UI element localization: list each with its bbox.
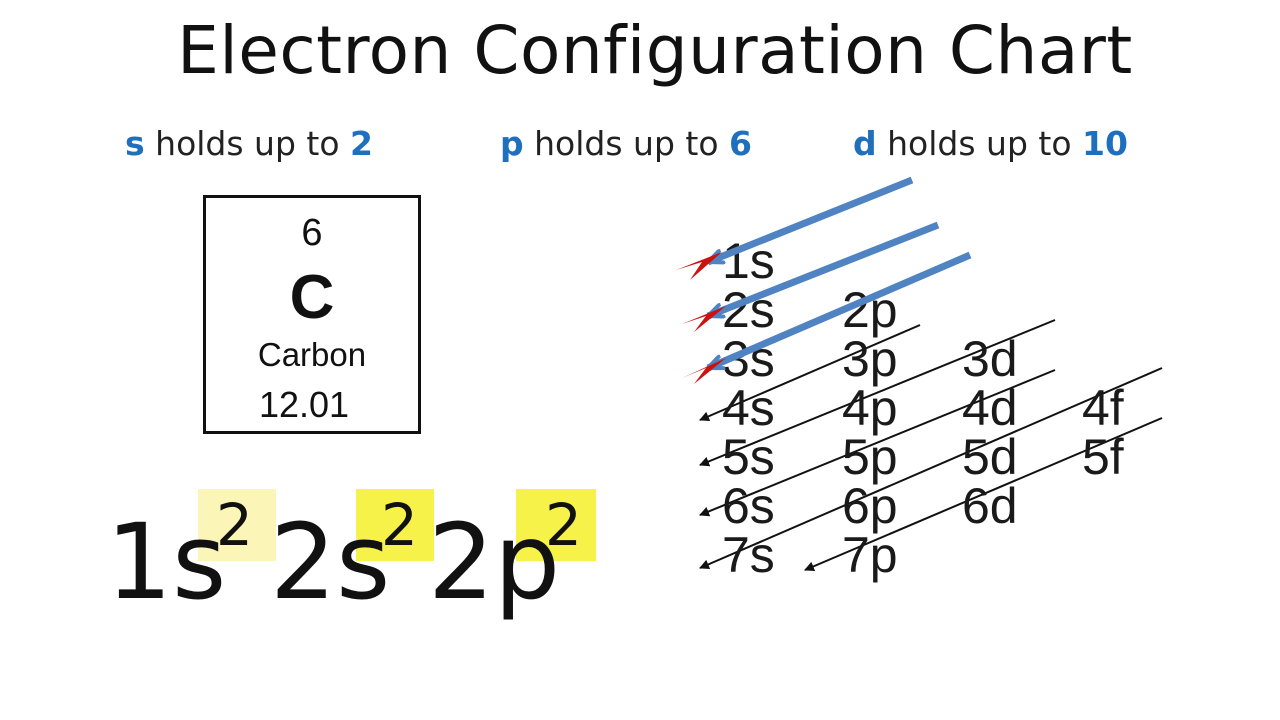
element-tile: 6 C Carbon 12.01 <box>203 195 421 434</box>
rule-p-max: 6 <box>729 124 752 163</box>
element-name: Carbon <box>257 336 367 373</box>
blue-arrow-2p-3s <box>708 251 972 372</box>
orbital-4d: 4d <box>962 380 1018 436</box>
diagonal-line-4d <box>699 319 1056 467</box>
diagonal-line-5d <box>699 369 1056 517</box>
orbital-4f: 4f <box>1082 380 1124 436</box>
rule-p-text: holds up to <box>534 124 719 163</box>
blue-arrow-1s <box>708 176 914 266</box>
atomic-mass: 12.01 <box>258 384 350 425</box>
diagonal-line-3d <box>699 324 921 422</box>
rule-s-text: holds up to <box>155 124 340 163</box>
diagonal-line-5f <box>804 417 1163 572</box>
diagonal-lines <box>699 319 1163 572</box>
blue-arrow-2s <box>708 221 940 320</box>
rule-s-letter: s <box>125 124 145 163</box>
rule-s: s holds up to 2 <box>125 124 373 163</box>
rule-d-text: holds up to <box>887 124 1072 163</box>
rule-s-max: 2 <box>350 124 374 163</box>
orbital-6p: 6p <box>842 478 898 534</box>
orbital-4p: 4p <box>842 380 898 436</box>
orbital-5f: 5f <box>1082 429 1124 485</box>
highlight-arrows <box>676 176 972 384</box>
rule-d: d holds up to 10 <box>853 124 1128 163</box>
diagonal-line-4f <box>699 367 1163 570</box>
page-title: Electron Configuration Chart <box>177 12 1133 89</box>
rule-p-letter: p <box>500 124 524 163</box>
orbital-5d: 5d <box>962 429 1018 485</box>
orbital-6s: 6s <box>722 478 775 534</box>
orbital-4s: 4s <box>722 380 775 436</box>
orbital-7s: 7s <box>722 527 775 583</box>
orbital-7p: 7p <box>842 527 898 583</box>
red-arrow-2s <box>682 306 726 332</box>
orbital-5p: 5p <box>842 429 898 485</box>
red-arrow-2p-3s <box>682 358 726 384</box>
atomic-number: 6 <box>301 212 323 254</box>
orbital-3p: 3p <box>842 331 898 387</box>
orbital-3d: 3d <box>962 331 1018 387</box>
orbital-5s: 5s <box>722 429 775 485</box>
rule-d-max: 10 <box>1082 124 1128 163</box>
element-symbol: C <box>289 263 335 332</box>
red-arrow-1s <box>676 252 722 280</box>
rule-d-letter: d <box>853 124 877 163</box>
orbital-6d: 6d <box>962 478 1018 534</box>
rule-p: p holds up to 6 <box>500 124 752 163</box>
